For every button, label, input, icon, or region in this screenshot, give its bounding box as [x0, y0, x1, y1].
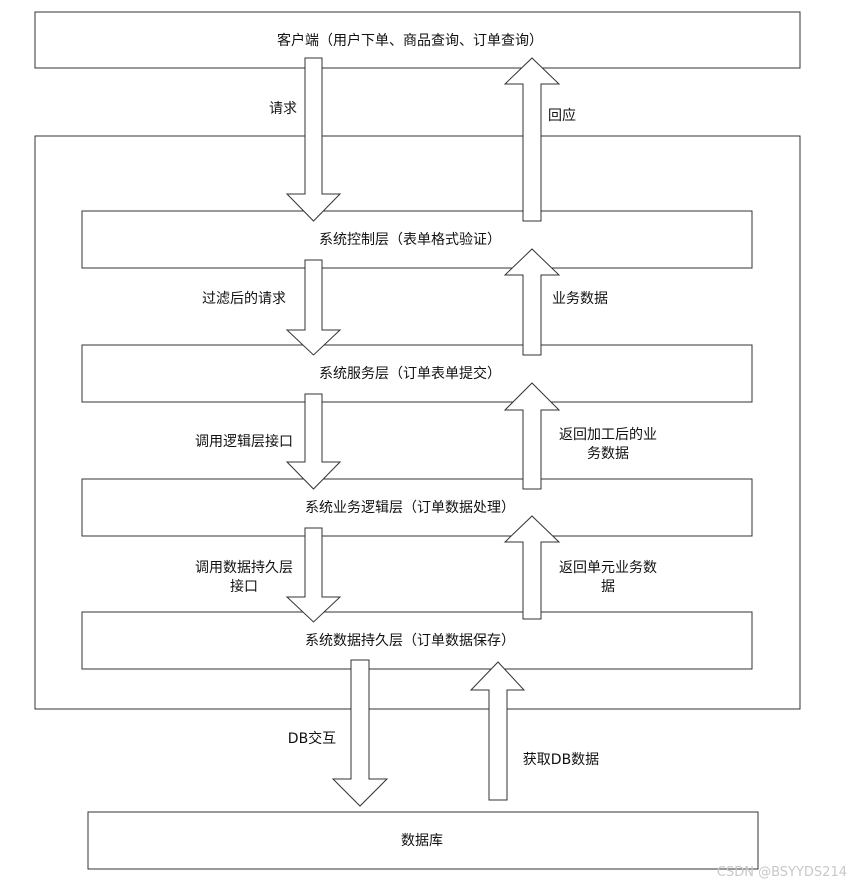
- response-up-arrow: [503, 57, 561, 222]
- business-data-label: 业务数据: [552, 291, 608, 307]
- call-logic-label: 调用逻辑层接口: [195, 433, 293, 450]
- database-label: 数据库: [401, 833, 443, 849]
- logic-layer-box: [81, 478, 753, 537]
- db-interact-label: DB交互: [288, 730, 336, 747]
- csdn-watermark: CSDN @BSYYDS214: [717, 865, 847, 880]
- get-db-data-up-arrow: [469, 661, 526, 801]
- request-down-arrow: [285, 57, 342, 222]
- response-label: 回应: [548, 107, 576, 124]
- client-label: 客户端（用户下单、商品查询、订单查询）: [277, 32, 543, 49]
- service-layer-box: [81, 344, 753, 403]
- return-unit-label-line2: 据: [601, 579, 615, 595]
- database-box: [87, 811, 759, 870]
- business-data-up-arrow: [503, 248, 561, 356]
- persistence-layer-box: [81, 611, 753, 670]
- db-interact-down-arrow: [331, 659, 389, 807]
- call-persistence-down-arrow: [285, 527, 342, 623]
- request-label: 请求: [269, 101, 297, 117]
- return-processed-label-line2: 务数据: [587, 446, 629, 462]
- call-persistence-label-line2: 接口: [230, 578, 258, 595]
- system-container: [34, 135, 801, 710]
- service-layer-label: 系统服务层（订单表单提交）: [319, 365, 501, 382]
- return-unit-label-line1: 返回单元业务数: [559, 560, 657, 576]
- client-box: [34, 11, 801, 69]
- get-db-data-label: 获取DB数据: [523, 752, 599, 768]
- logic-layer-label: 系统业务逻辑层（订单数据处理）: [305, 500, 515, 516]
- filtered-request-label: 过滤后的请求: [202, 291, 286, 307]
- control-layer-label: 系统控制层（表单格式验证）: [319, 232, 501, 248]
- persistence-layer-label: 系统数据持久层（订单数据保存）: [305, 633, 515, 649]
- filtered-request-down-arrow: [285, 259, 342, 356]
- control-layer-box: [81, 210, 753, 269]
- return-unit-up-arrow: [503, 515, 561, 620]
- call-logic-down-arrow: [285, 393, 342, 490]
- return-processed-label-line1: 返回加工后的业: [559, 427, 657, 443]
- call-persistence-label-line1: 调用数据持久层: [195, 560, 293, 576]
- return-processed-up-arrow: [503, 382, 561, 490]
